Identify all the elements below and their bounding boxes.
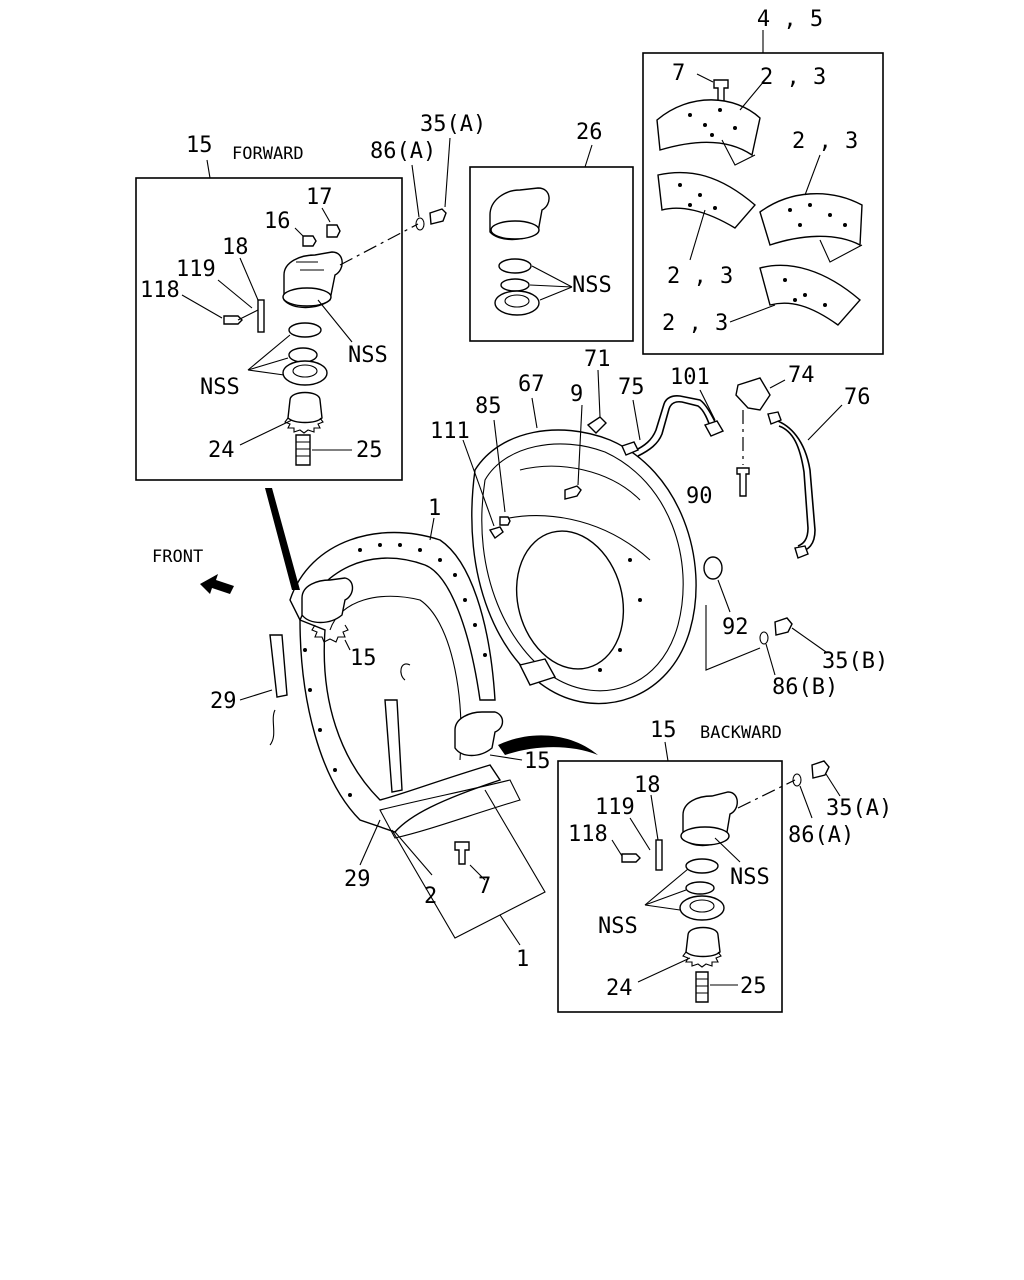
label-7-bottom: 7 [478,874,491,899]
label-86a-backward: 86(A) [788,823,854,848]
label-nss-forward-b: NSS [200,375,240,400]
label-35b: 35(B) [822,649,888,674]
label-119-backward: 119 [595,795,635,820]
label-35a-top: 35(A) [420,112,486,137]
label-2: 2 [424,884,437,909]
label-118-forward: 118 [140,278,180,303]
brake-lining-2 [657,171,756,229]
label-2-3-c: 2 , 3 [667,264,733,289]
label-18-forward: 18 [222,235,249,260]
brake-lining-1 [656,99,761,166]
adjuster-gear-forward [284,391,324,434]
label-2-3-d: 2 , 3 [662,311,728,336]
label-nss-backward-b: NSS [598,914,638,939]
label-24-backward: 24 [606,976,633,1001]
label-86a-top: 86(A) [370,139,436,164]
label-9: 9 [570,382,583,407]
label-29-left: 29 [210,689,237,714]
label-67: 67 [518,372,545,397]
label-forward: FORWARD [232,144,304,164]
label-101: 101 [670,365,710,390]
brake-lining-3 [759,192,863,263]
label-85: 85 [475,394,502,419]
label-15-backward: 15 [650,718,677,743]
label-76: 76 [844,385,871,410]
label-15-forward: 15 [186,133,213,158]
label-1-bottom: 1 [516,947,529,972]
label-4-5: 4 , 5 [757,7,823,32]
label-29-bottom: 29 [344,867,371,892]
label-86b: 86(B) [772,675,838,700]
label-7-top: 7 [672,61,685,86]
label-15-mid: 15 [350,646,377,671]
adjuster-body-forward [282,251,343,309]
label-75: 75 [618,375,645,400]
brake-backing-plate [471,429,697,705]
label-24-forward: 24 [208,438,235,463]
label-92: 92 [722,615,749,640]
label-111: 111 [430,419,470,444]
label-71: 71 [584,347,611,372]
label-18-backward: 18 [634,773,661,798]
label-backward: BACKWARD [700,723,782,743]
label-nss-26: NSS [572,273,612,298]
label-25-backward: 25 [740,974,767,999]
label-15-lower: 15 [524,749,551,774]
label-2-3-b: 2 , 3 [792,129,858,154]
label-118-backward: 118 [568,822,608,847]
front-arrow-icon [200,574,234,594]
label-25-forward: 25 [356,438,383,463]
brake-lining-4 [759,264,861,326]
label-front: FRONT [152,547,203,567]
forward-adjuster-box [135,159,403,481]
label-16: 16 [264,209,291,234]
label-26: 26 [576,120,603,145]
label-nss-forward-a: NSS [348,343,388,368]
adjuster-kit-box [469,144,634,342]
label-119-forward: 119 [176,257,216,282]
label-17: 17 [306,185,333,210]
label-1-top: 1 [428,496,441,521]
label-90: 90 [686,484,713,509]
backward-adjuster-box [557,741,783,1013]
label-74: 74 [788,363,815,388]
label-35a-backward: 35(A) [826,796,892,821]
lining-kit-box [642,30,884,355]
brake-shoe-assembly [269,531,521,839]
label-2-3-a: 2 , 3 [760,65,826,90]
label-nss-backward-a: NSS [730,865,770,890]
